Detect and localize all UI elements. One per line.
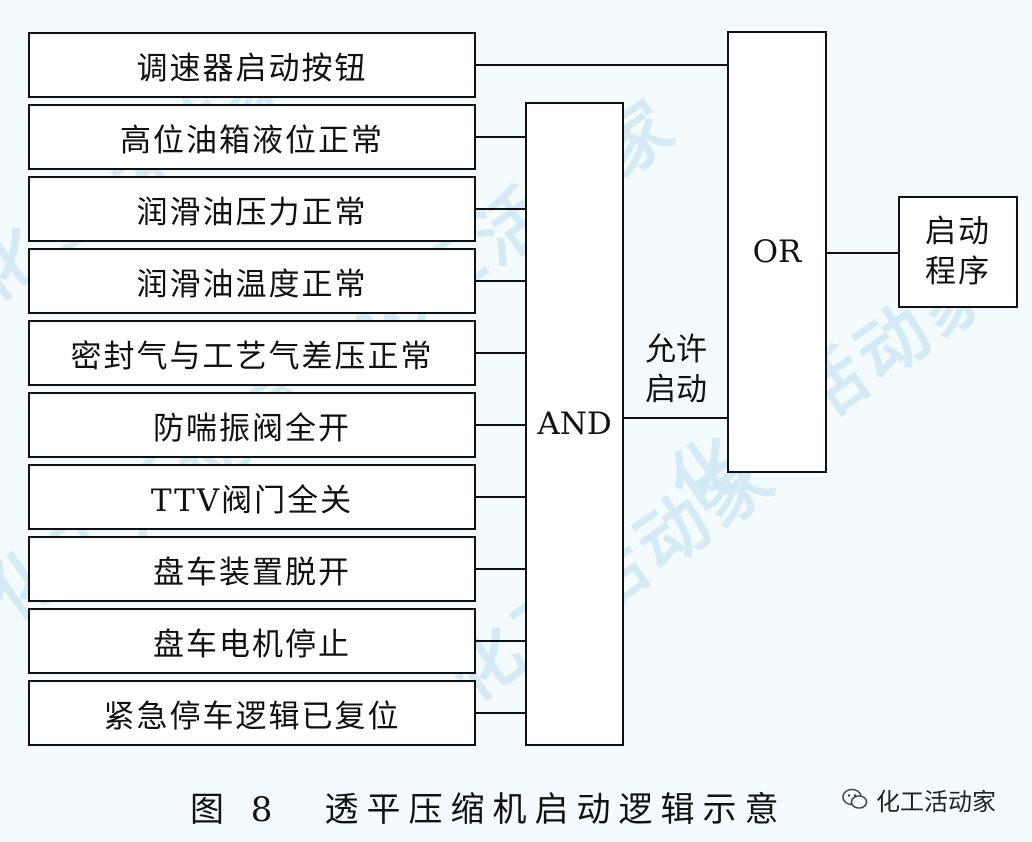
connector-line — [476, 640, 526, 642]
figure-title: 透平压缩机启动逻辑示意 — [324, 789, 787, 830]
input-box: 调速器启动按钮 — [28, 32, 476, 98]
start-program-line2: 程序 — [925, 254, 991, 290]
input-box: 密封气与工艺气差压正常 — [28, 320, 476, 386]
input-box: 润滑油温度正常 — [28, 248, 476, 314]
input-box: 盘车装置脱开 — [28, 536, 476, 602]
connector-line — [624, 417, 728, 419]
connector-line — [476, 496, 526, 498]
allow-start-line2: 启动 — [645, 372, 707, 408]
wechat-icon — [842, 788, 868, 809]
brand-text: 化工活动家 — [876, 787, 996, 816]
connector-line — [827, 252, 899, 254]
connector-line — [476, 424, 526, 426]
input-box: 盘车电机停止 — [28, 608, 476, 674]
input-box: 防喘振阀全开 — [28, 392, 476, 458]
figure-number: 图 8 — [190, 789, 281, 830]
input-box: 紧急停车逻辑已复位 — [28, 680, 476, 746]
start-program-box: 启动 程序 — [898, 196, 1018, 308]
or-gate: OR — [727, 31, 827, 473]
brand-mark: 化工活动家 — [842, 782, 996, 816]
and-gate: AND — [525, 102, 624, 746]
input-box: TTV阀门全关 — [28, 464, 476, 530]
start-program-line1: 启动 — [925, 214, 991, 250]
connector-line — [476, 352, 526, 354]
allow-start-label: 允许 启动 — [632, 330, 720, 410]
connector-line — [476, 280, 526, 282]
connector-line — [476, 64, 728, 66]
connector-line — [476, 208, 526, 210]
input-box: 高位油箱液位正常 — [28, 104, 476, 170]
allow-start-line1: 允许 — [645, 332, 707, 368]
figure-caption: 图 8 透平压缩机启动逻辑示意 — [190, 778, 830, 834]
input-box: 润滑油压力正常 — [28, 176, 476, 242]
connector-line — [476, 568, 526, 570]
connector-line — [476, 712, 526, 714]
connector-line — [476, 136, 526, 138]
